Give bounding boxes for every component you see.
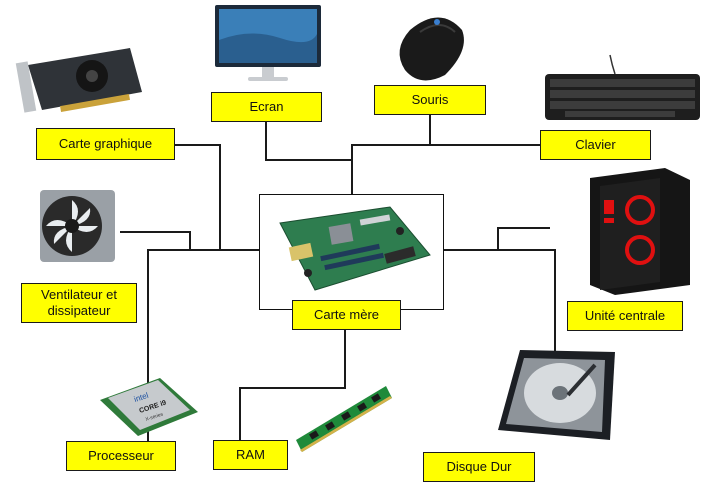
line-ram [239,330,346,440]
label-ventilateur: Ventilateur et dissipateur [21,283,137,323]
cpu-brand-text: intel [133,391,150,404]
motherboard-frame [259,194,444,310]
cpu-series-text: X-series [145,411,165,423]
line-unite-centrale [444,249,556,352]
label-ecran: Ecran [211,92,322,122]
line-disque-branch [497,227,550,250]
line-center-top [351,144,540,194]
label-ram: RAM [213,440,288,470]
label-processeur: Processeur [66,441,176,471]
label-disque-dur: Disque Dur [423,452,535,482]
motherboard-image [279,206,431,291]
label-clavier: Clavier [540,130,651,160]
label-souris: Souris [374,85,486,115]
label-unite-centrale: Unité centrale [567,301,683,331]
line-processeur [147,249,259,441]
label-carte-mere: Carte mère [292,300,401,330]
label-carte-graphique: Carte graphique [36,128,175,160]
line-ecran [265,122,352,161]
line-ventilateur [120,231,191,250]
